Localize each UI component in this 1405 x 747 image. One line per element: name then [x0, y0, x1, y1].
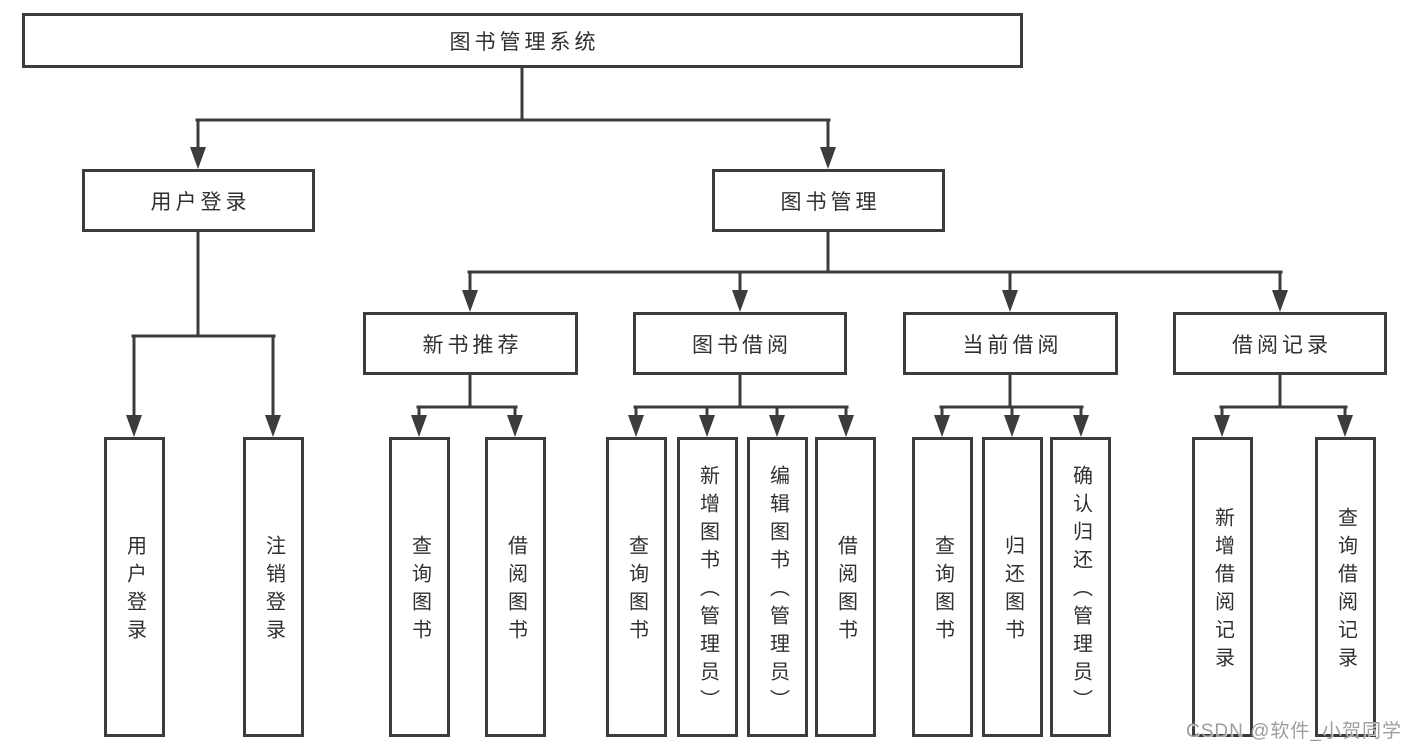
leaf-current-query-books: 查询图书: [912, 437, 973, 737]
leaf-borrowing-query-books: 查询图书: [606, 437, 667, 737]
leaf-recommend-borrow-books: 借阅图书: [485, 437, 546, 737]
csdn-watermark: CSDN @软件_小贺同学: [1186, 721, 1402, 742]
leaf-borrowing-borrow-books: 借阅图书: [815, 437, 876, 737]
leaf-recommend-query-books: 查询图书: [389, 437, 450, 737]
node-user-login: 用户登录: [82, 169, 315, 232]
node-library-management-system: 图书管理系统: [22, 13, 1023, 68]
edge-user-login-to-leaves: [131, 230, 276, 419]
leaf-logout: 注销登录: [243, 437, 304, 737]
leaf-current-confirm-return-admin: 确认归还（管理员）: [1050, 437, 1111, 737]
leaf-borrowing-edit-books-admin: 编辑图书（管理员）: [747, 437, 808, 737]
edge-borrowing-to-leaves: [633, 373, 849, 419]
node-book-borrowing: 图书借阅: [633, 312, 847, 375]
node-book-management: 图书管理: [712, 169, 945, 232]
leaf-user-login: 用户登录: [104, 437, 165, 737]
node-new-book-recommend: 新书推荐: [363, 312, 578, 375]
edge-current-to-leaves: [939, 373, 1084, 419]
edge-root-to-level2: [195, 66, 831, 151]
leaf-records-query-record: 查询借阅记录: [1315, 437, 1376, 737]
node-borrowing-records: 借阅记录: [1173, 312, 1387, 375]
edge-new-rec-to-leaves: [416, 373, 518, 419]
edge-records-to-leaves: [1219, 373, 1348, 419]
leaf-records-add-record: 新增借阅记录: [1192, 437, 1253, 737]
node-current-borrowing: 当前借阅: [903, 312, 1118, 375]
leaf-current-return-books: 归还图书: [982, 437, 1043, 737]
leaf-borrowing-add-books-admin: 新增图书（管理员）: [677, 437, 738, 737]
edge-book-mgmt-to-level3: [467, 230, 1283, 294]
arrowheads: [126, 147, 1353, 437]
